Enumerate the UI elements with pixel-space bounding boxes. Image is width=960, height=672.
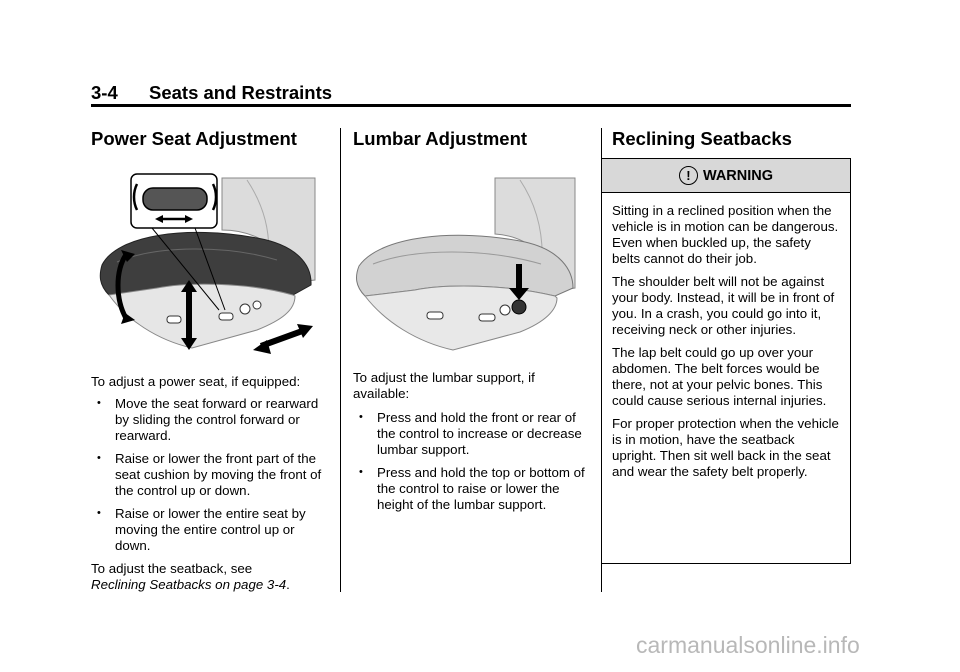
list-item-text: Raise or lower the entire seat by moving…	[115, 506, 306, 553]
lumbar-intro: To adjust the lumbar support, if availab…	[353, 370, 535, 401]
list-item: • Move the seat forward or rearward by sl…	[91, 396, 331, 444]
warning-icon: !	[678, 166, 698, 185]
power-seat-illustration	[97, 170, 317, 355]
list-item-text: Press and hold the front or rear of the …	[377, 410, 582, 457]
bullet-glyph: •	[97, 397, 101, 409]
power-seat-text: To adjust a power seat, if equipped: • Mo…	[91, 374, 331, 599]
warning-header: ! WARNING	[602, 159, 850, 193]
section-title: Seats and Restraints	[149, 82, 333, 103]
header-rule	[91, 104, 851, 107]
power-seat-intro: To adjust a power seat, if equipped:	[91, 374, 301, 389]
reclining-seatbacks-link[interactable]: Reclining Seatbacks on page 3-4	[91, 577, 287, 592]
list-item: • Press and hold the top or bottom of the…	[353, 465, 593, 513]
list-item-text: Move the seat forward or rearward by sli…	[115, 396, 319, 443]
list-item: • Raise or lower the entire seat by movin…	[91, 506, 331, 554]
list-item-text: Raise or lower the front part of the sea…	[115, 451, 322, 498]
column-divider	[340, 128, 341, 592]
warning-box: ! WARNING Sitting in a reclined position…	[601, 158, 851, 564]
bullet-glyph: •	[359, 411, 363, 423]
warning-label: WARNING	[702, 167, 774, 184]
power-seat-outro: To adjust the seatback, see Reclining Se…	[91, 561, 331, 593]
section-number: 3-4	[91, 82, 118, 103]
outro-text: To adjust the seatback, see	[91, 561, 253, 576]
warning-paragraph: The shoulder belt will not be against yo…	[612, 274, 835, 337]
power-seat-heading: Power Seat Adjustment	[91, 128, 297, 149]
outro-period: .	[286, 577, 290, 592]
list-item: • Raise or lower the front part of the se…	[91, 451, 331, 499]
bullet-glyph: •	[359, 466, 363, 478]
warning-body: Sitting in a reclined position when the …	[602, 193, 850, 480]
lumbar-text: To adjust the lumbar support, if availab…	[353, 370, 593, 520]
list-item: • Press and hold the front or rear of the…	[353, 410, 593, 458]
warning-paragraph: Sitting in a reclined position when the …	[612, 203, 839, 266]
reclining-heading: Reclining Seatbacks	[612, 128, 792, 149]
bullet-glyph: •	[97, 452, 101, 464]
bullet-glyph: •	[97, 507, 101, 519]
list-item-text: Press and hold the top or bottom of the …	[377, 465, 585, 512]
lumbar-heading: Lumbar Adjustment	[353, 128, 528, 149]
watermark: carmanualsonline.info	[636, 632, 860, 658]
page-header: 3-4 Seats and Restraints	[91, 82, 332, 104]
warning-paragraph: For proper protection when the vehicle i…	[612, 416, 839, 479]
lumbar-illustration	[355, 176, 577, 356]
warning-paragraph: The lap belt could go up over your abdom…	[612, 345, 827, 408]
